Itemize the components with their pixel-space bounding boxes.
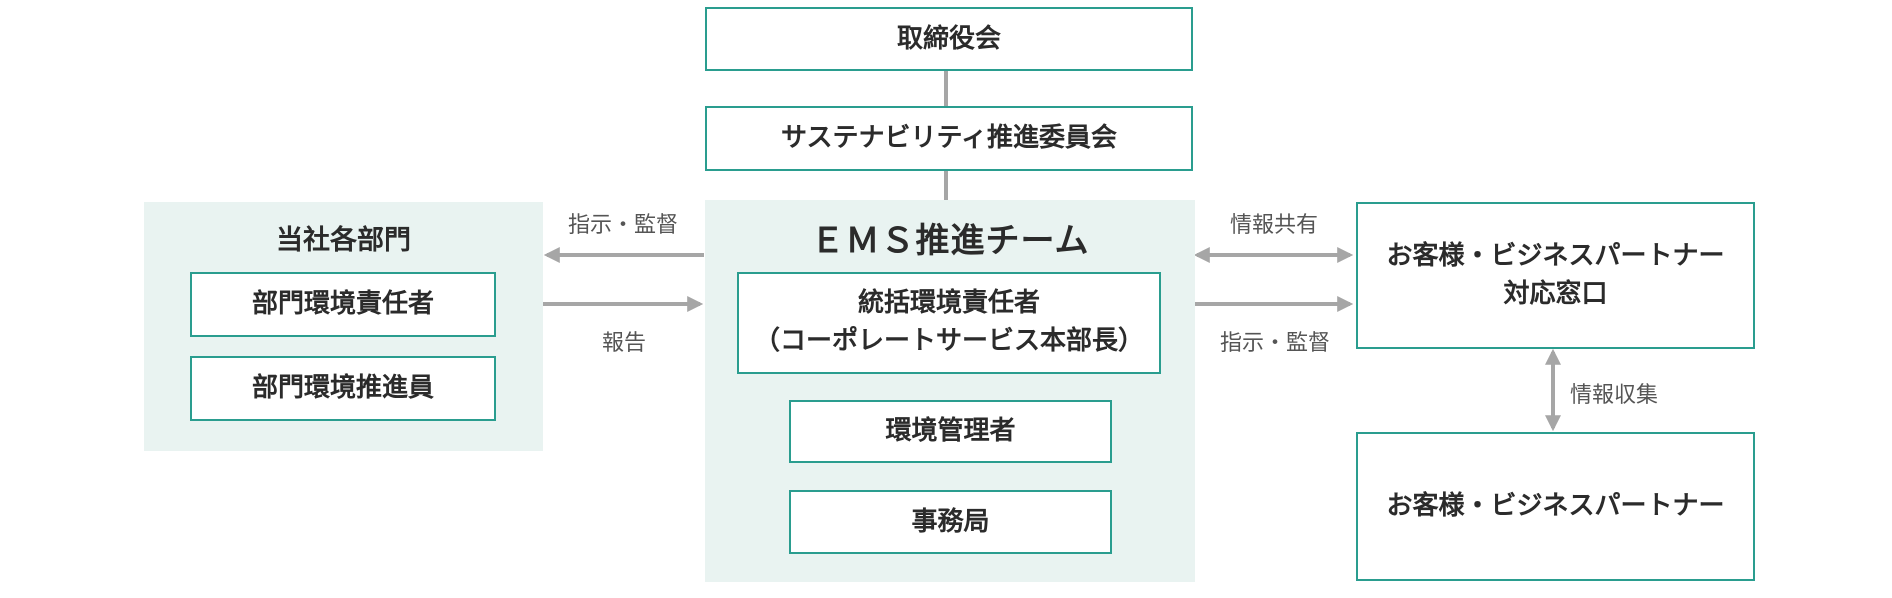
- lead-box: 統括環境責任者 （コーポレートサービス本部長）: [737, 272, 1161, 374]
- left-group-title: 当社各部門: [276, 225, 411, 256]
- left-item-box: 部門環境責任者: [190, 272, 496, 337]
- lead-label-line2: （コーポレートサービス本部長）: [753, 326, 1144, 356]
- lead-label-line1: 統括環境責任者: [857, 288, 1040, 319]
- committee-label: サステナビリティ推進委員会: [781, 123, 1117, 154]
- board-label: 取締役会: [896, 23, 1001, 54]
- info-share-label: 情報共有: [1230, 213, 1319, 238]
- board-box: 取締役会: [705, 7, 1193, 71]
- partners-label: お客様・ビジネスパートナー: [1386, 491, 1725, 522]
- manager-box: 環境管理者: [789, 400, 1112, 463]
- report-label: 報告: [602, 331, 647, 356]
- partners-box: お客様・ビジネスパートナー: [1356, 432, 1755, 581]
- center-group-title: ＥＭＳ推進チーム: [810, 221, 1090, 261]
- contact-label-line2: 対応窓口: [1503, 278, 1608, 309]
- contact-label-line1: お客様・ビジネスパートナー: [1386, 240, 1725, 271]
- instruct-left-label: 指示・監督: [568, 213, 679, 238]
- instruct-right-label: 指示・監督: [1220, 331, 1331, 356]
- manager-label: 環境管理者: [885, 416, 1016, 447]
- contact-box: お客様・ビジネスパートナー 対応窓口: [1356, 202, 1755, 349]
- left-item-label: 部門環境推進員: [251, 373, 434, 404]
- secretariat-box: 事務局: [789, 490, 1112, 554]
- secretariat-label: 事務局: [911, 506, 990, 537]
- left-item-box: 部門環境推進員: [190, 356, 496, 421]
- info-collect-label: 情報収集: [1570, 383, 1659, 408]
- left-item-label: 部門環境責任者: [251, 289, 434, 320]
- committee-box: サステナビリティ推進委員会: [705, 106, 1193, 171]
